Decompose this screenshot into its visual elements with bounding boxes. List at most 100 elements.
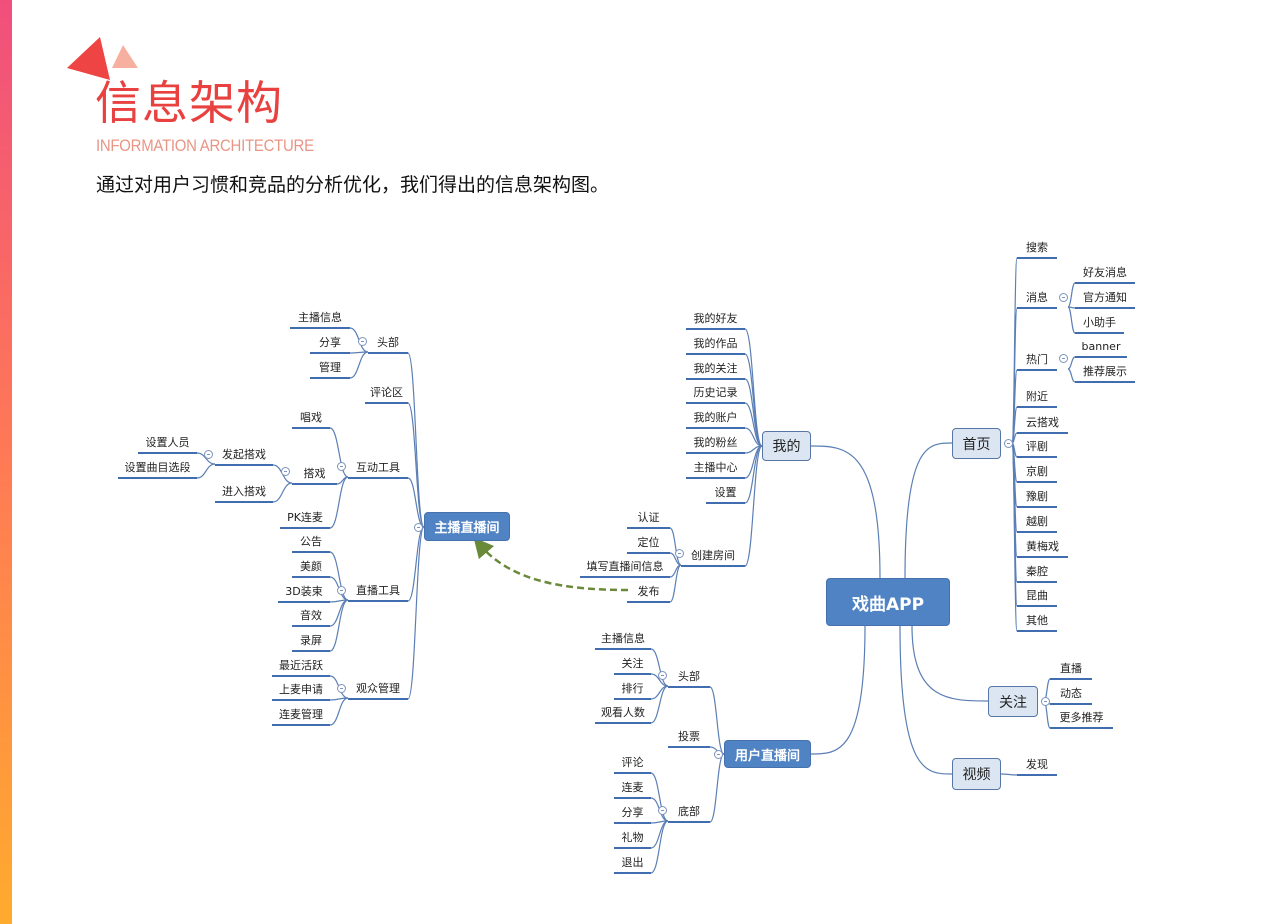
node-follow[interactable]: 关注 (988, 686, 1038, 717)
node-host-room-interact-item[interactable]: PK连麦 (287, 511, 323, 524)
node-home-items-item[interactable]: 豫剧 (1026, 490, 1048, 503)
node-host-room-audience-item[interactable]: 上麦申请 (279, 683, 323, 696)
collapse-toggle-icon[interactable] (675, 549, 684, 558)
node-host-room-interact-item[interactable]: 唱戏 (300, 411, 322, 424)
node-host-room-pair-item[interactable]: 进入搭戏 (222, 485, 266, 498)
node-home-hot-item[interactable]: 推荐展示 (1083, 365, 1127, 378)
node-mine-create-room-item[interactable]: 填写直播间信息 (586, 560, 664, 573)
node-host-room-items-item[interactable]: 直播工具 (356, 584, 400, 597)
node-home-messages-item[interactable]: 好友消息 (1083, 266, 1127, 279)
node-home-items-item[interactable]: 黄梅戏 (1026, 540, 1059, 553)
node-home-items-item[interactable]: 越剧 (1026, 515, 1048, 528)
node-viewer-room-header-item[interactable]: 观看人数 (601, 706, 645, 719)
node-viewer-room-bottom-item[interactable]: 分享 (621, 806, 644, 819)
node-host-room-interact-item[interactable]: 搭戏 (303, 467, 326, 480)
node-home-items-item[interactable]: 评剧 (1026, 440, 1048, 453)
node-viewer-room-header-item[interactable]: 关注 (621, 657, 644, 670)
node-home-items-item[interactable]: 消息 (1026, 291, 1048, 304)
connector-mine-create-room (669, 527, 682, 566)
connector-video-items (1000, 773, 1018, 776)
node-home[interactable]: 首页 (952, 428, 1001, 459)
node-mine-items-item[interactable]: 我的好友 (693, 312, 738, 325)
collapse-toggle-icon[interactable] (358, 337, 367, 346)
node-mine-items-item[interactable]: 主播中心 (693, 461, 738, 474)
collapse-toggle-icon[interactable] (1041, 697, 1050, 706)
collapse-toggle-icon[interactable] (1004, 439, 1013, 448)
node-home-messages-item[interactable]: 官方通知 (1083, 291, 1127, 304)
node-home-items-item[interactable]: 搜索 (1026, 241, 1048, 254)
node-home-hot-item[interactable]: banner (1081, 340, 1121, 353)
node-host-room-live-tools-item[interactable]: 录屏 (300, 634, 322, 647)
node-mine[interactable]: 我的 (762, 431, 811, 461)
node-home-items-item[interactable]: 秦腔 (1026, 565, 1048, 578)
node-viewer-room-header-item[interactable]: 排行 (621, 682, 644, 695)
node-home-items-item[interactable]: 附近 (1026, 390, 1048, 403)
node-home-items-item[interactable]: 其他 (1026, 614, 1048, 627)
node-home-items-item[interactable]: 京剧 (1026, 465, 1048, 478)
node-host-room-items-item[interactable]: 观众管理 (356, 682, 400, 695)
collapse-toggle-icon[interactable] (337, 684, 346, 693)
node-mine-items-item[interactable]: 创建房间 (691, 549, 735, 562)
node-host-room-live-tools-item[interactable]: 音效 (300, 609, 322, 622)
node-viewer-room[interactable]: 用户直播间 (724, 740, 811, 768)
connector-host-room-items (407, 526, 425, 700)
node-video-items-item[interactable]: 发现 (1026, 758, 1048, 771)
connector-mine-items (744, 402, 763, 447)
node-mine-items-item[interactable]: 历史记录 (693, 386, 738, 399)
node-viewer-room-bottom-item[interactable]: 评论 (621, 756, 644, 769)
node-host-room-live-tools-item[interactable]: 公告 (300, 535, 322, 548)
node-viewer-room-items-item[interactable]: 头部 (678, 670, 700, 683)
collapse-toggle-icon[interactable] (1059, 293, 1068, 302)
node-viewer-room-bottom-item[interactable]: 退出 (621, 856, 644, 869)
node-home-items-item[interactable]: 昆曲 (1026, 589, 1048, 602)
node-host-room[interactable]: 主播直播间 (424, 512, 510, 541)
node-mine-create-room-item[interactable]: 认证 (637, 511, 660, 524)
node-host-room-items-item[interactable]: 评论区 (370, 386, 403, 399)
node-host-room-start-pair-item[interactable]: 设置曲目选段 (124, 461, 191, 474)
node-viewer-room-items-item[interactable]: 底部 (678, 805, 700, 818)
node-host-room-header-item[interactable]: 主播信息 (298, 311, 342, 324)
node-follow-items-item[interactable]: 直播 (1060, 662, 1082, 675)
node-host-room-start-pair-item[interactable]: 设置人员 (145, 436, 190, 449)
collapse-toggle-icon[interactable] (714, 750, 723, 759)
node-underline (1017, 307, 1057, 309)
node-viewer-room-header-item[interactable]: 主播信息 (601, 632, 645, 645)
node-home-items-item[interactable]: 云搭戏 (1026, 416, 1059, 429)
node-home-items-item[interactable]: 热门 (1026, 353, 1048, 366)
node-host-room-live-tools-item[interactable]: 美颜 (300, 560, 322, 573)
node-video[interactable]: 视频 (952, 758, 1001, 790)
collapse-toggle-icon[interactable] (1059, 354, 1068, 363)
node-host-room-live-tools-item[interactable]: 3D装束 (285, 585, 323, 598)
node-viewer-room-bottom-item[interactable]: 礼物 (621, 831, 644, 844)
collapse-toggle-icon[interactable] (658, 671, 667, 680)
node-mine-create-room-item[interactable]: 定位 (637, 536, 660, 549)
node-host-room-header-item[interactable]: 分享 (319, 336, 341, 349)
node-host-room-audience-item[interactable]: 连麦管理 (279, 708, 323, 721)
collapse-toggle-icon[interactable] (414, 523, 423, 532)
collapse-toggle-icon[interactable] (204, 450, 213, 459)
collapse-toggle-icon[interactable] (281, 467, 290, 476)
node-host-room-audience-item[interactable]: 最近活跃 (279, 659, 323, 672)
node-host-room-header-item[interactable]: 管理 (319, 361, 341, 374)
node-host-room-pair-item[interactable]: 发起搭戏 (222, 448, 266, 461)
connector-mine-create-room (669, 564, 682, 603)
collapse-toggle-icon[interactable] (337, 462, 346, 471)
node-mine-items-item[interactable]: 我的粉丝 (693, 436, 738, 449)
node-host-room-items-item[interactable]: 互动工具 (356, 461, 400, 474)
node-viewer-room-items-item[interactable]: 投票 (678, 730, 700, 743)
node-mine-create-room-item[interactable]: 发布 (637, 585, 660, 598)
node-underline (215, 464, 273, 466)
node-follow-items-item[interactable]: 动态 (1060, 687, 1082, 700)
node-viewer-room-bottom-item[interactable]: 连麦 (621, 781, 644, 794)
node-mine-items-item[interactable]: 我的关注 (693, 362, 738, 375)
node-home-messages-item[interactable]: 小助手 (1083, 316, 1116, 329)
collapse-toggle-icon[interactable] (337, 586, 346, 595)
node-mine-items-item[interactable]: 我的账户 (693, 411, 738, 424)
node-underline (292, 625, 330, 627)
node-follow-items-item[interactable]: 更多推荐 (1059, 711, 1104, 724)
node-mine-items-item[interactable]: 我的作品 (693, 337, 738, 350)
root-node[interactable]: 戏曲APP (826, 578, 950, 626)
collapse-toggle-icon[interactable] (658, 806, 667, 815)
node-host-room-items-item[interactable]: 头部 (377, 336, 399, 349)
node-mine-items-item[interactable]: 设置 (714, 486, 737, 499)
